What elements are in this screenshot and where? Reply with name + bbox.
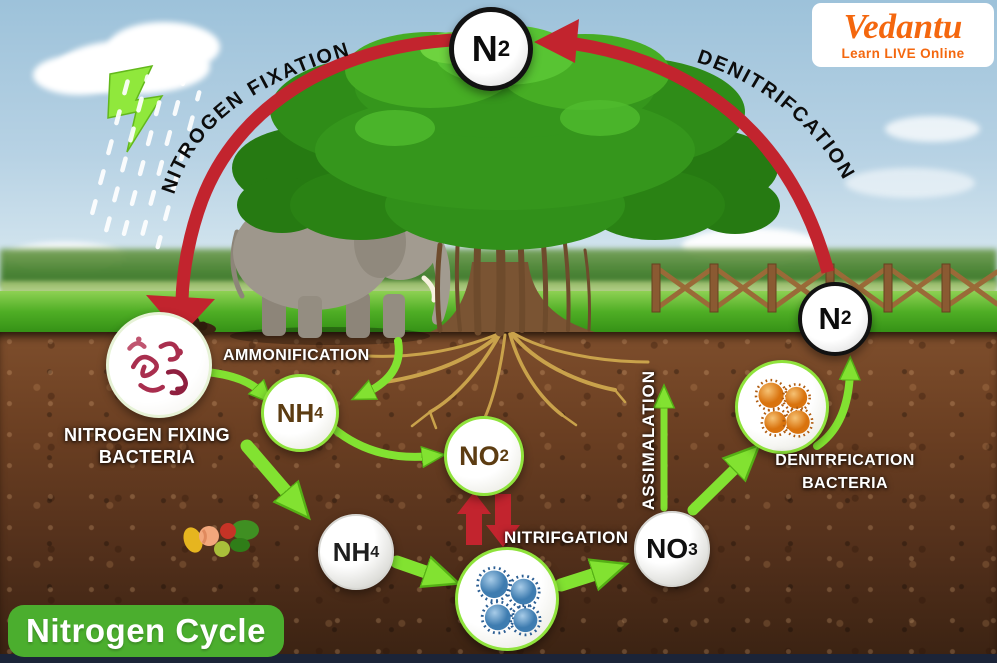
page-title: Nitrogen Cycle: [26, 612, 266, 649]
nitrogen-fixing-bacteria-label: NITROGEN FIXING BACTERIA: [36, 424, 258, 468]
title-badge: Nitrogen Cycle: [8, 605, 284, 657]
cloud: [885, 116, 980, 142]
n2-formula: N: [471, 28, 498, 69]
bottom-bar: [0, 654, 997, 663]
brand-tagline: Learn LIVE Online: [841, 46, 965, 62]
no2-formula: NO: [459, 440, 500, 471]
n2-subscript: 2: [840, 308, 852, 329]
label-line: BACTERIA: [802, 475, 888, 492]
brand-name: Vedantu: [843, 7, 963, 47]
n2-formula: N: [818, 301, 841, 336]
node-denitrifying-bacteria: [735, 360, 829, 454]
no2-subscript: 2: [499, 446, 509, 465]
assimilation-label: ASSIMALATION: [639, 369, 658, 511]
label-line: NITROGEN FIXING: [63, 425, 230, 445]
cloud: [108, 22, 220, 72]
denitrification-bacteria-label: DENITRFICATION BACTERIA: [752, 449, 938, 495]
nh4-subscript: 4: [370, 542, 380, 561]
node-nitrogen-fixing-bacteria: [106, 312, 212, 418]
node-nitrifying-bacteria: [455, 547, 559, 651]
label-line: BACTERIA: [98, 447, 196, 467]
label-line: DENITRFICATION: [775, 452, 915, 469]
orange-bacteria-icon: [754, 378, 814, 438]
n2-subscript: 2: [497, 36, 511, 61]
vedantu-logo: Vedantu Learn LIVE Online: [812, 3, 994, 67]
bacteria-squiggles-icon: [127, 336, 188, 396]
nitrification-label: NITRIFGATION: [504, 528, 629, 547]
nh4-formula: NH: [276, 397, 315, 428]
no3-subscript: 3: [688, 538, 698, 559]
nh4-formula: NH: [332, 536, 371, 567]
ammonification-label: AMMONIFICATION: [223, 347, 370, 364]
no3-formula: NO: [646, 533, 689, 564]
cloud: [33, 55, 125, 95]
cloud: [845, 168, 975, 198]
nh4-subscript: 4: [314, 403, 324, 422]
cloud: [250, 143, 342, 167]
blue-bacteria-icon: [476, 566, 542, 637]
